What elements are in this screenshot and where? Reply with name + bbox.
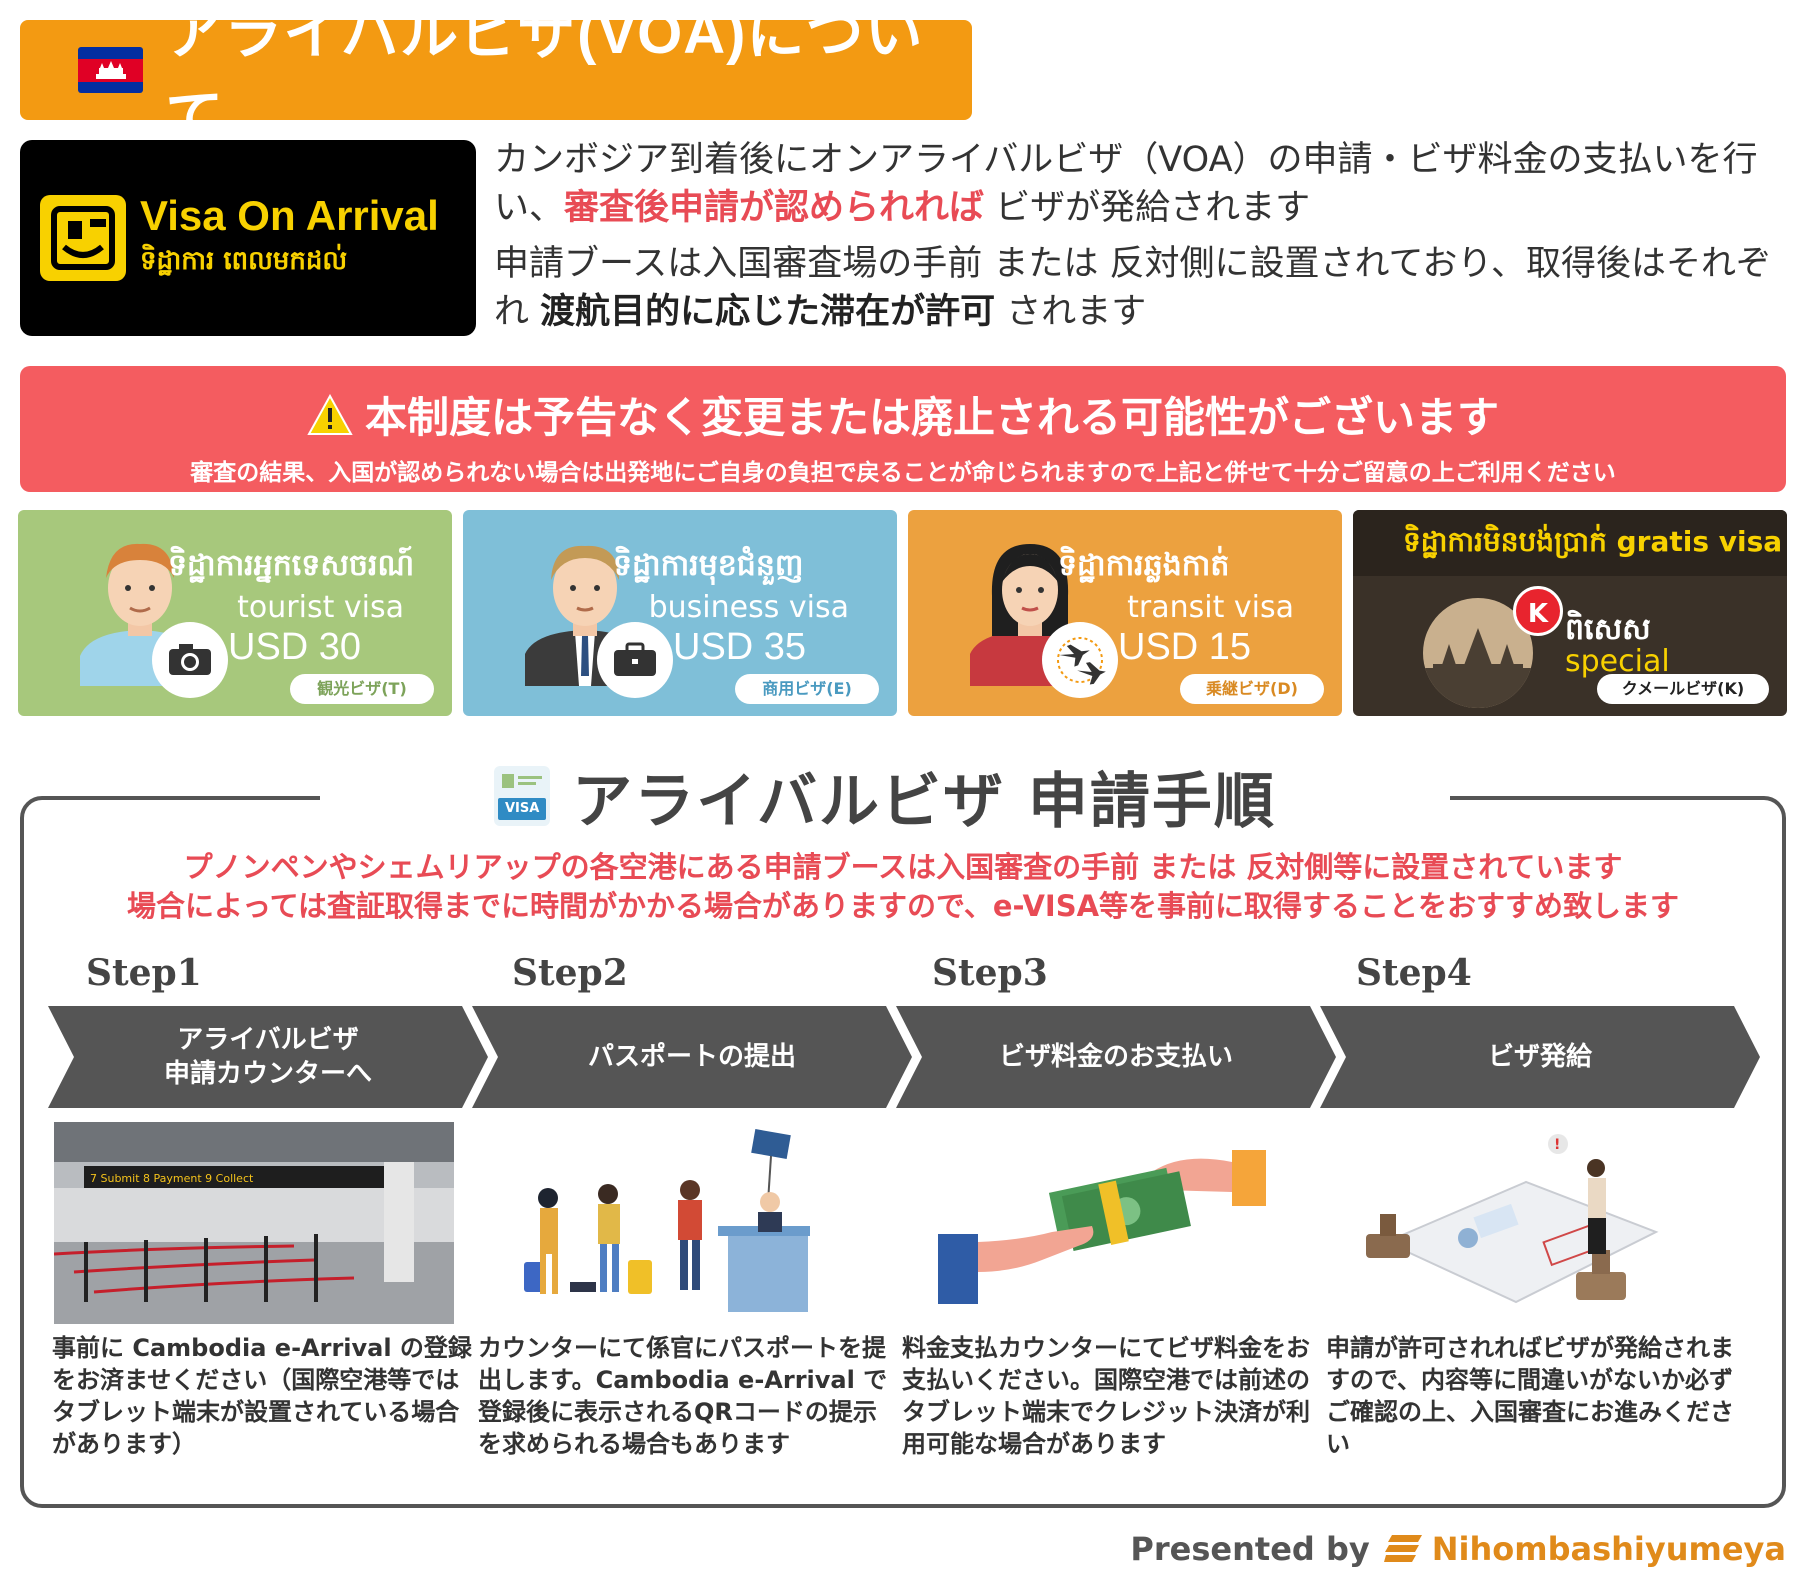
visa-on-arrival-sign: Visa On Arrival ទិដ្ឋាការ ពេលមកដល់ bbox=[20, 140, 476, 336]
step-4-label: Step4 bbox=[1356, 952, 1472, 994]
header-banner: アライバルビザ(VOA)について bbox=[20, 1, 972, 150]
warning-title: 本制度は予告なく変更または廃止される可能性がございます bbox=[364, 393, 1499, 442]
card-english-label: transit visa bbox=[1127, 590, 1294, 625]
step-2-description: カウンターにて係官にパスポートを提出します。Cambodia e-Arrival… bbox=[478, 1334, 888, 1458]
warning-icon bbox=[307, 393, 353, 435]
cambodia-flag-icon bbox=[78, 47, 144, 93]
card-visa-type-pill: 商用ビザ(E) bbox=[735, 674, 879, 704]
step-3-label: Step3 bbox=[932, 952, 1048, 994]
warning-banner: 本制度は予告なく変更または廃止される可能性がございます 審査の結果、入国が認めら… bbox=[20, 366, 1786, 492]
card-price: USD 15 bbox=[1118, 626, 1252, 668]
warning-subtitle: 審査の結果、入国が認められない場合は出発地にご自身の負担で戻ることが命じられます… bbox=[190, 460, 1616, 486]
business-visa-card: ទិដ្ឋាការមុខជំនួញ business visa USD 35 商… bbox=[463, 510, 897, 716]
step-4-arrow-text: ビザ発給 bbox=[1487, 1042, 1592, 1072]
steps-notice: プノンペンやシェムリアップの各空港にある申請ブースは入国審査の手前 または 反対… bbox=[20, 848, 1786, 926]
step-3-arrow bbox=[896, 1006, 1336, 1108]
gratis-visa-title: ទិដ្ឋាការមិនបង់ប្រាក់ gratis visa bbox=[1403, 525, 1783, 558]
passport-officer-icon bbox=[40, 195, 126, 281]
airplane-icon bbox=[1042, 622, 1118, 698]
step-2-arrow bbox=[472, 1006, 912, 1108]
step-1-description: 事前に Cambodia e-Arrival の登録をお済ませください（国際空港… bbox=[52, 1334, 472, 1458]
intro-text: カンボジア到着後にオンアライバルビザ（VOA）の申請・ビザ料金の支払いを行い、審… bbox=[494, 136, 1784, 344]
gratis-visa-card: ទិដ្ឋាការមិនបង់ប្រាក់ gratis visa K ពិសេ… bbox=[1353, 510, 1787, 716]
voa-sign-english: Visa On Arrival bbox=[140, 191, 439, 239]
step-1-arrow-text: アライバルビザ申請カウンターへ bbox=[163, 1025, 372, 1089]
transit-visa-card: ទិដ្ឋាការឆ្លងកាត់ transit visa USD 15 乗継… bbox=[908, 510, 1342, 716]
footer-credit: Presented by Nihombashiyumeya bbox=[1130, 1530, 1786, 1568]
card-khmer-label: ទិដ្ឋាការមុខជំនួញ bbox=[613, 548, 804, 583]
steps-title: アライバルビザ 申請手順 bbox=[572, 766, 1276, 837]
khmer-visa-badge: K bbox=[1513, 586, 1563, 636]
counter-sign-text: 7 Submit 8 Payment 9 Collect bbox=[90, 1172, 254, 1185]
intro-highlight: 審査後申請が認められれば bbox=[564, 188, 985, 228]
briefcase-icon bbox=[597, 622, 673, 698]
intro-paragraph-1: カンボジア到着後にオンアライバルビザ（VOA）の申請・ビザ料金の支払いを行い、審… bbox=[494, 140, 1758, 228]
card-english-label: tourist visa bbox=[237, 590, 404, 625]
voa-sign-khmer: ទិដ្ឋាការ ពេលមកដល់ bbox=[140, 246, 348, 277]
card-visa-type-pill: 観光ビザ(T) bbox=[290, 674, 434, 704]
step-1-label: Step1 bbox=[86, 952, 202, 994]
card-khmer-label: ទិដ្ឋាការអ្នកទេសចរណ៍ bbox=[168, 548, 415, 583]
step-4-description: 申請が許可されればビザが発給されますので、内容等に間違いがないか必ずご確認の上、… bbox=[1326, 1334, 1734, 1458]
card-english-label: business visa bbox=[648, 590, 849, 625]
visa-issued-illustration: ! bbox=[1366, 1134, 1659, 1304]
brand-name: Nihombashiyumeya bbox=[1431, 1530, 1786, 1568]
airport-counter-photo: 7 Submit 8 Payment 9 Collect bbox=[54, 1122, 454, 1324]
passport-submission-illustration bbox=[524, 1129, 810, 1312]
intro-emphasis: 渡航目的に応じた滞在が許可 bbox=[540, 292, 996, 332]
step-2-label: Step2 bbox=[512, 952, 628, 994]
steps-notice-line-2: 場合によっては査証取得までに時間がかかる場合がありますので、e-VISA等を事前… bbox=[126, 889, 1680, 923]
brand-logo-icon bbox=[1383, 1535, 1422, 1562]
svg-text:!: ! bbox=[1554, 1137, 1560, 1153]
card-english-label: special bbox=[1565, 644, 1670, 679]
step-3-arrow-text: ビザ料金のお支払い bbox=[998, 1042, 1233, 1072]
steps-title-bar: VISA アライバルビザ 申請手順 bbox=[320, 756, 1450, 837]
visa-card-icon: VISA bbox=[494, 766, 551, 826]
card-visa-type-pill: クメールビザ(K) bbox=[1597, 674, 1769, 704]
page-title: アライバルビザ(VOA)について bbox=[165, 1, 924, 150]
card-khmer-label: ទិដ្ឋាការឆ្លងកាត់ bbox=[1058, 548, 1230, 583]
card-khmer-label: ពិសេស bbox=[1565, 612, 1651, 647]
tourist-visa-card: ទិដ្ឋាការអ្នកទេសចរណ៍ tourist visa USD 30… bbox=[18, 510, 452, 716]
card-price: USD 30 bbox=[228, 626, 362, 668]
step-2-arrow-text: パスポートの提出 bbox=[587, 1042, 796, 1072]
card-visa-type-pill: 乗継ビザ(D) bbox=[1180, 674, 1324, 704]
camera-icon bbox=[152, 622, 228, 698]
step-1-arrow bbox=[48, 1006, 488, 1108]
step-4-arrow bbox=[1320, 1006, 1760, 1108]
presented-by-label: Presented by bbox=[1130, 1530, 1370, 1568]
intro-paragraph-2: 申請ブースは入国審査場の手前 または 反対側に設置されており、取得後はそれぞれ … bbox=[494, 244, 1772, 332]
steps-notice-line-1: プノンペンやシェムリアップの各空港にある申請ブースは入国審査の手前 または 反対… bbox=[183, 850, 1623, 884]
step-3-description: 料金支払カウンターにてビザ料金をお支払いください。国際空港では前述のタブレット端… bbox=[902, 1334, 1310, 1458]
card-price: USD 35 bbox=[673, 626, 807, 668]
payment-illustration bbox=[938, 1150, 1266, 1304]
